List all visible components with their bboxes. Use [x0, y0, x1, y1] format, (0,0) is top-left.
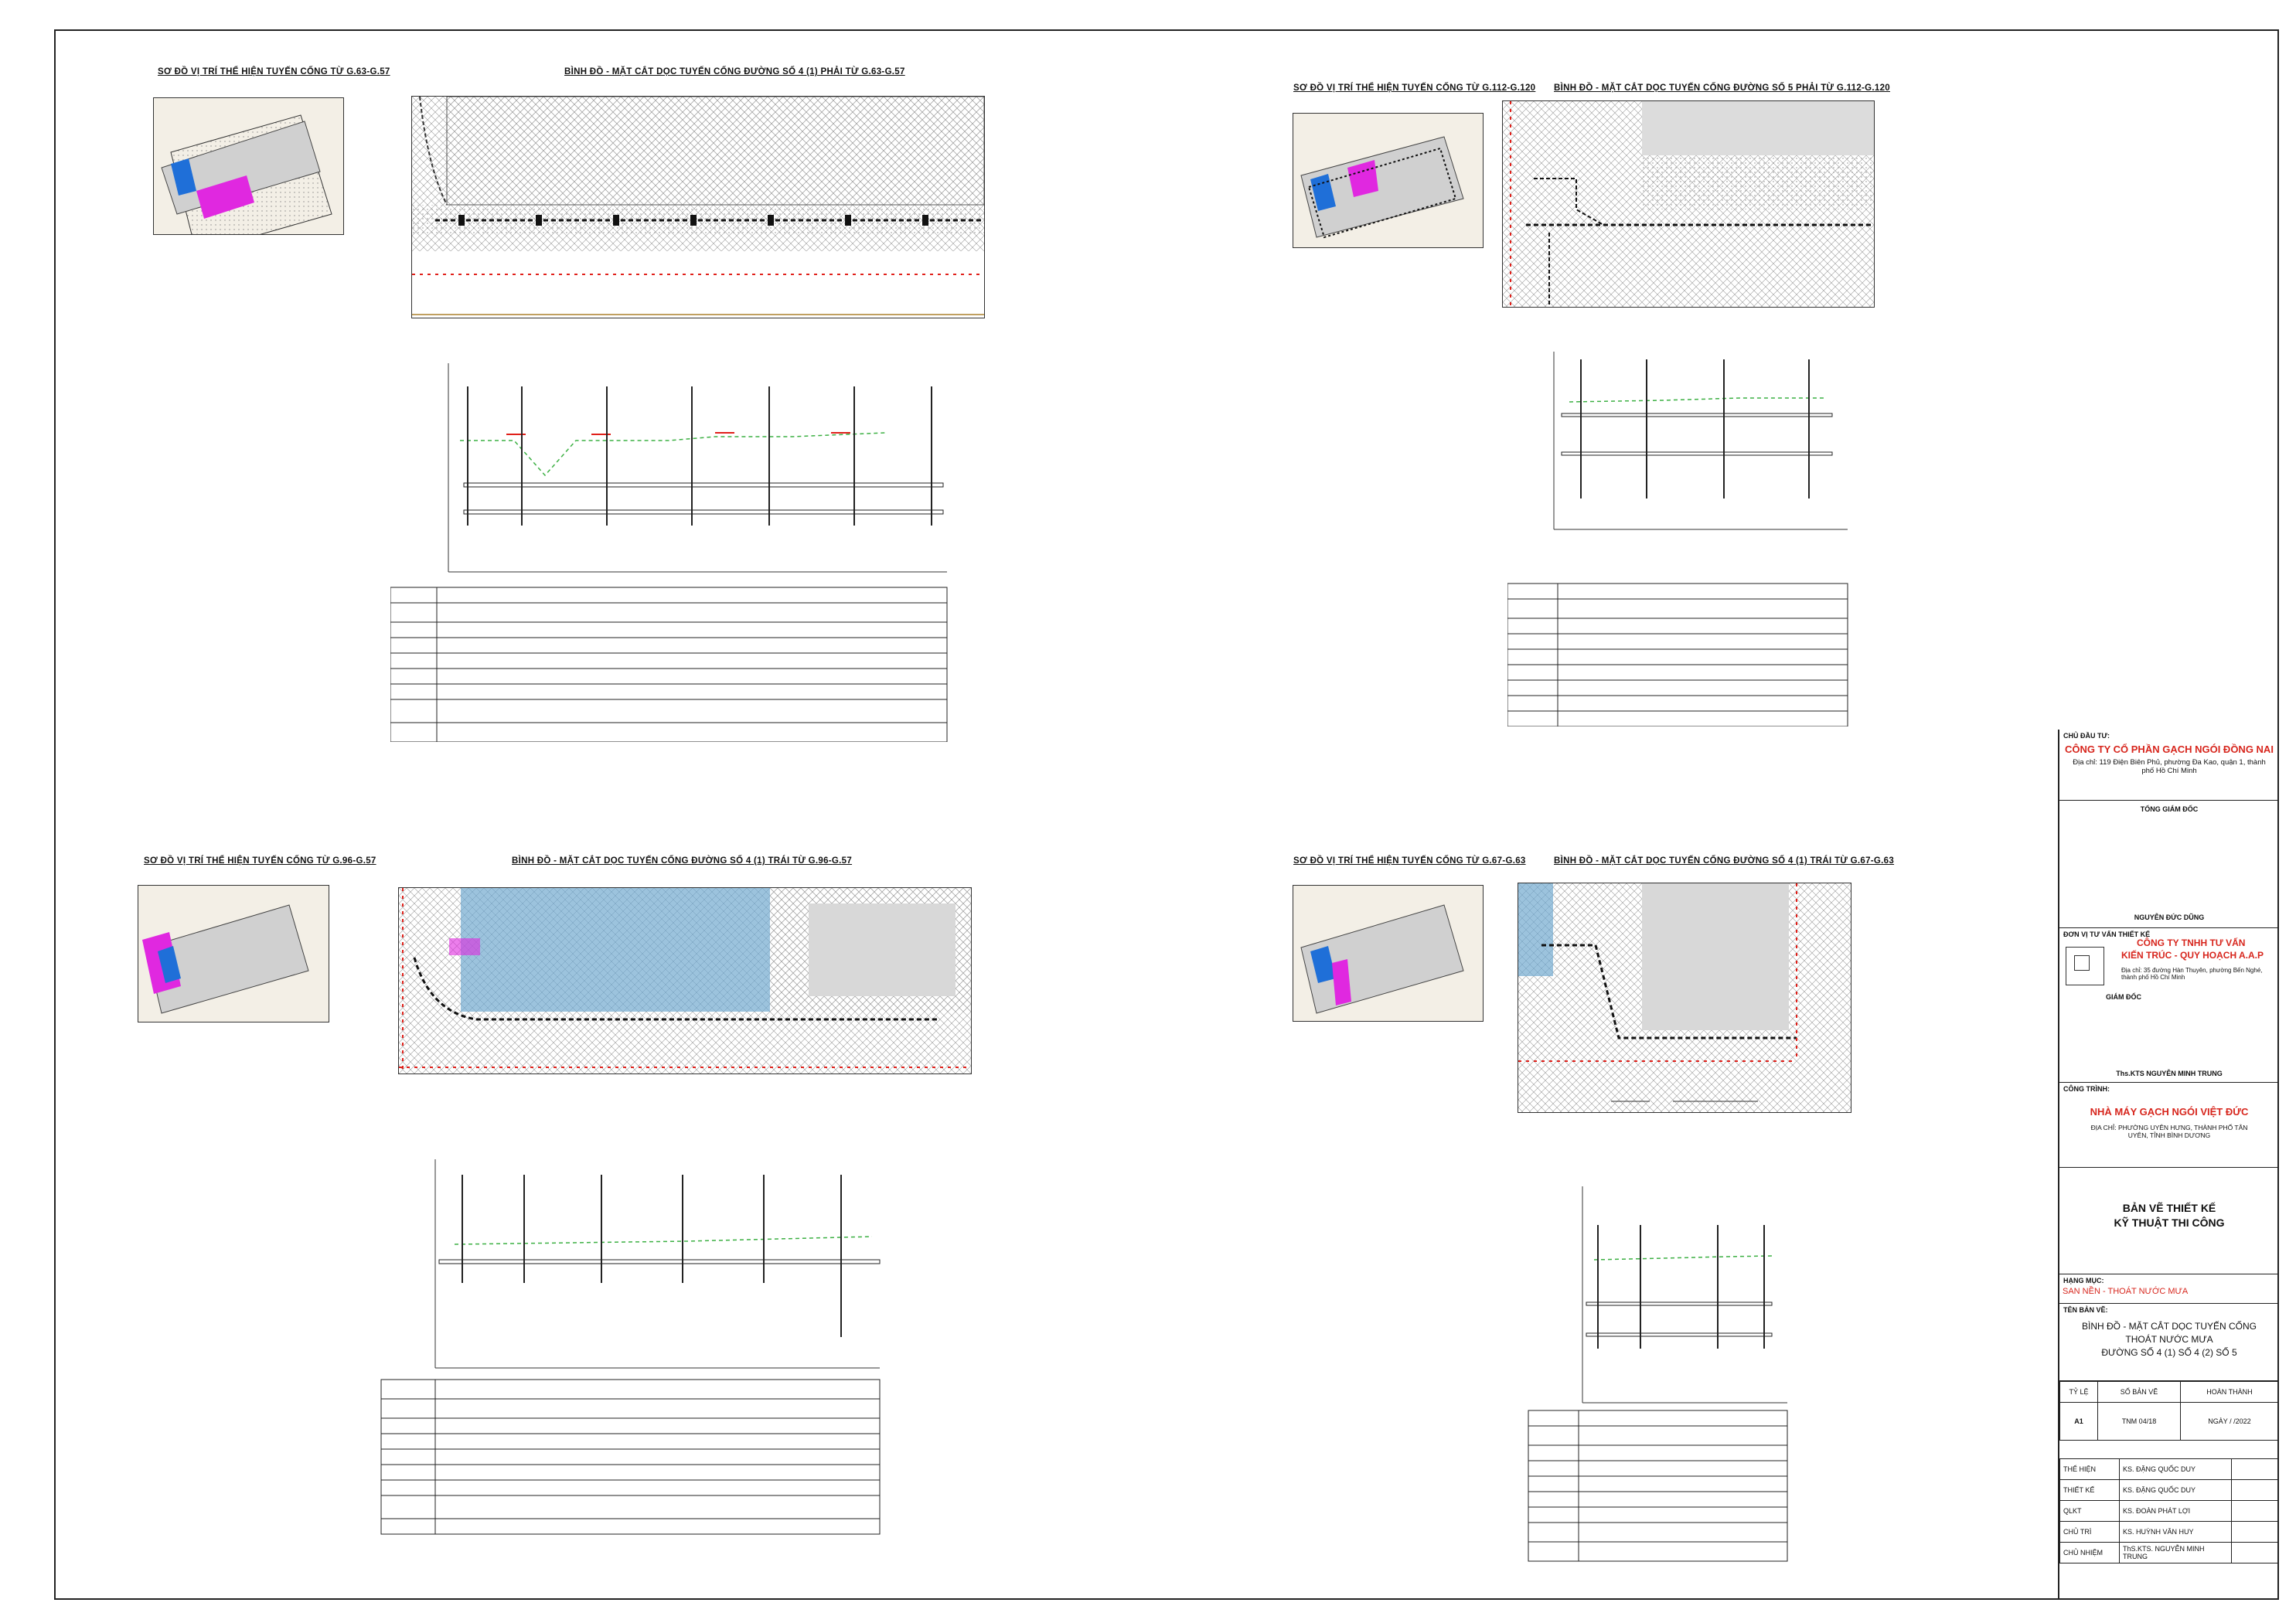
role-name: KS. HUỲNH VĂN HUY [2119, 1521, 2232, 1543]
owner-section: CHỦ ĐẦU TƯ: CÔNG TY CỔ PHẦN GẠCH NGÓI ĐỒ… [2059, 730, 2279, 801]
owner-name: CÔNG TY CỔ PHẦN GẠCH NGÓI ĐỒNG NAI [2065, 743, 2274, 755]
project-address: ĐỊA CHỈ: PHƯỜNG UYÊN HƯNG, THÀNH PHỐ TÂN… [2090, 1124, 2248, 1139]
longitudinal-section [1524, 1179, 1795, 1565]
designer-logo [2066, 947, 2104, 985]
director-label: TỔNG GIÁM ĐỐC [2140, 805, 2199, 813]
manager-name: Ths.KTS NGUYỄN MINH TRUNG [2116, 1070, 2223, 1077]
key-plan [138, 885, 329, 1022]
scale-value: A1 [2059, 1402, 2098, 1441]
sheet-name-1: BÌNH ĐỒ - MẶT CẮT DỌC TUYẾN CỐNG [2081, 1321, 2257, 1332]
sheet-info-table: TỶ LỆ SỐ BẢN VẼ HOÀN THÀNH A1 TNM 04/18 … [2059, 1381, 2280, 1441]
plan-title: BÌNH ĐỒ - MẶT CẮT DỌC TUYẾN CỐNG ĐƯỜNG S… [1554, 856, 1895, 866]
category-section: HẠNG MỤC: SAN NỀN - THOÁT NƯỚC MƯA [2059, 1274, 2279, 1304]
title-block: CHỦ ĐẦU TƯ: CÔNG TY CỔ PHẦN GẠCH NGÓI ĐỒ… [2058, 730, 2280, 1600]
director-name: NGUYỄN ĐỨC DŨNG [2134, 914, 2205, 921]
owner-address: Địa chỉ: 119 Điện Biên Phủ, phường Đa Ka… [2073, 758, 2266, 775]
drawing-frame [54, 29, 2279, 1600]
finish-value: NGÀY / /2022 [2179, 1402, 2280, 1441]
designer-address: Địa chỉ: 35 đường Hàn Thuyên, phường Bến… [2121, 967, 2263, 981]
role-name: KS. ĐẶNG QUỐC DUY [2119, 1458, 2232, 1480]
drawing-type-section: BẢN VẼ THIẾT KẾ KỸ THUẬT THI CÔNG [2059, 1168, 2279, 1274]
role-name: KS. ĐOÀN PHÁT LỢI [2119, 1500, 2232, 1522]
role-label: CHỦ NHIỆM [2059, 1542, 2120, 1563]
role-label: THIẾT KẾ [2059, 1479, 2120, 1501]
number-value: TNM 04/18 [2097, 1402, 2181, 1441]
key-plan-title: SƠ ĐỒ VỊ TRÍ THỂ HIỆN TUYẾN CỐNG TỪ G.67… [1293, 856, 1526, 866]
longitudinal-section [390, 356, 962, 742]
key-plan-title: SƠ ĐỒ VỊ TRÍ THỂ HIỆN TUYẾN CỐNG TỪ G.96… [144, 856, 376, 866]
sheet-name-section: TÊN BẢN VẼ: BÌNH ĐỒ - MẶT CẮT DỌC TUYẾN … [2059, 1304, 2279, 1381]
category-name: SAN NỀN - THOÁT NƯỚC MƯA [2063, 1287, 2189, 1296]
role-signature [2231, 1542, 2279, 1563]
sheet-name-3: ĐƯỜNG SỐ 4 (1) SỐ 4 (2) SỐ 5 [2101, 1347, 2237, 1358]
sheet-name-label: TÊN BẢN VẼ: [2063, 1306, 2108, 1314]
longitudinal-section [1507, 344, 1855, 726]
plan-view [1502, 100, 1875, 308]
designer-name-1: CÔNG TY TNHH TƯ VẤN [2137, 937, 2246, 948]
role-signature [2231, 1458, 2279, 1480]
role-name: ThS.KTS. NGUYỄN MINH TRUNG [2119, 1542, 2232, 1563]
plan-title: BÌNH ĐỒ - MẶT CẮT DỌC TUYẾN CỐNG ĐƯỜNG S… [512, 856, 853, 866]
key-plan [1293, 885, 1484, 1022]
role-signature [2231, 1521, 2279, 1543]
project-name: NHÀ MÁY GẠCH NGÓI VIỆT ĐỨC [2090, 1106, 2249, 1118]
category-label: HẠNG MỤC: [2063, 1277, 2104, 1284]
role-label: THỂ HIỆN [2059, 1458, 2120, 1480]
project-label: CÔNG TRÌNH: [2063, 1085, 2110, 1093]
role-name: KS. ĐẶNG QUỐC DUY [2119, 1479, 2232, 1501]
role-signature [2231, 1500, 2279, 1522]
number-label: SỐ BẢN VẼ [2097, 1381, 2181, 1403]
plan-view [411, 96, 985, 318]
scale-label: TỶ LỆ [2059, 1381, 2098, 1403]
designer-label: ĐƠN VỊ TƯ VẤN THIẾT KẾ [2063, 931, 2151, 938]
drawing-type-2: KỸ THUẬT THI CÔNG [2114, 1216, 2225, 1229]
plan-title: BÌNH ĐỒ - MẶT CẮT DỌC TUYẾN CỐNG ĐƯỜNG S… [1554, 83, 1891, 93]
key-plan-title: SƠ ĐỒ VỊ TRÍ THỂ HIỆN TUYẾN CỐNG TỪ G.11… [1293, 83, 1536, 93]
plan-view [398, 887, 972, 1074]
designer-section: ĐƠN VỊ TƯ VẤN THIẾT KẾ CÔNG TY TNHH TƯ V… [2059, 928, 2279, 1083]
project-section: CÔNG TRÌNH: NHÀ MÁY GẠCH NGÓI VIỆT ĐỨC Đ… [2059, 1083, 2279, 1168]
plan-view [1518, 883, 1851, 1113]
role-signature [2231, 1479, 2279, 1501]
director-section: TỔNG GIÁM ĐỐC NGUYỄN ĐỨC DŨNG [2059, 801, 2279, 928]
sheet-name-2: THOÁT NƯỚC MƯA [2125, 1334, 2213, 1345]
plan-title: BÌNH ĐỒ - MẶT CẮT DỌC TUYẾN CỐNG ĐƯỜNG S… [564, 67, 905, 77]
role-label: CHỦ TRÌ [2059, 1521, 2120, 1543]
key-plan [1293, 113, 1484, 248]
key-plan-title: SƠ ĐỒ VỊ TRÍ THỂ HIỆN TUYẾN CỐNG TỪ G.63… [158, 67, 390, 77]
finish-label: HOÀN THÀNH [2179, 1381, 2280, 1403]
longitudinal-section [377, 1152, 887, 1538]
key-plan [153, 97, 344, 235]
designer-name-2: KIẾN TRÚC - QUY HOẠCH A.A.P [2121, 950, 2264, 961]
drawing-type-1: BẢN VẼ THIẾT KẾ [2122, 1202, 2216, 1214]
manager-label: GIÁM ĐỐC [2106, 993, 2141, 1001]
owner-label: CHỦ ĐẦU TƯ: [2063, 732, 2110, 740]
role-label: QLKT [2059, 1500, 2120, 1522]
